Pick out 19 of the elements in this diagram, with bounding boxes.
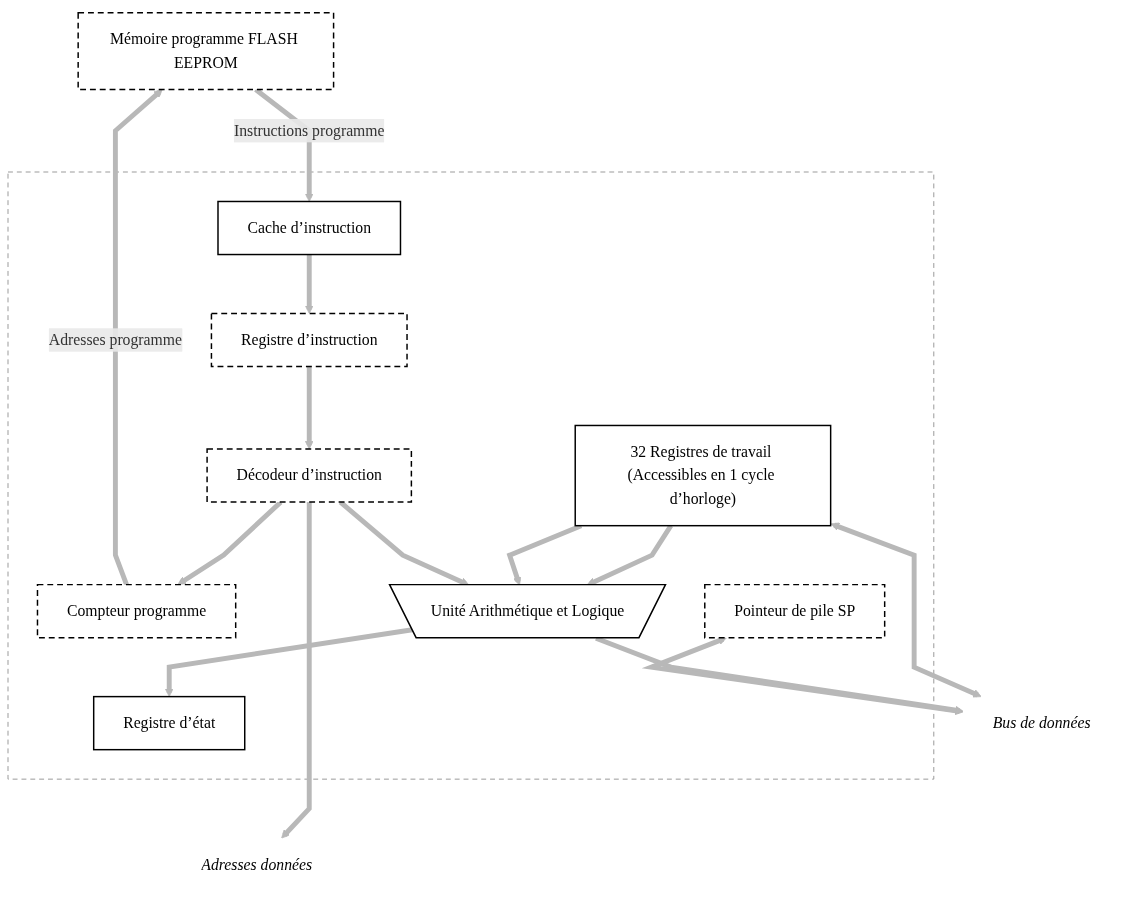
node-text: Adresses données [201, 855, 313, 873]
arrow [112, 89, 163, 586]
arrow [830, 522, 982, 698]
node-box: Pointeur de pile SP [704, 583, 886, 639]
node-box: Registre d’instruction [210, 312, 408, 368]
node-text: Bus de données [992, 714, 1091, 732]
node-box: 32 Registres de travail (Accessibles en 1 cycle d’horloge) [574, 424, 832, 527]
arrow [281, 502, 312, 839]
node-box: Mémoire programme FLASH EEPROM [77, 12, 335, 91]
edge-label: Instructions programme [233, 121, 385, 139]
node-box: Cache d’instruction [217, 200, 402, 256]
edge-label: Adresses programme [48, 331, 182, 348]
arrow [304, 254, 314, 314]
cluster [7, 171, 935, 780]
arrow [304, 366, 314, 450]
node-box: Décodeur d’instruction [206, 448, 413, 503]
node-box: Compteur programme [36, 583, 237, 639]
arrow [164, 627, 413, 697]
node-box: Registre d’état [92, 695, 246, 751]
